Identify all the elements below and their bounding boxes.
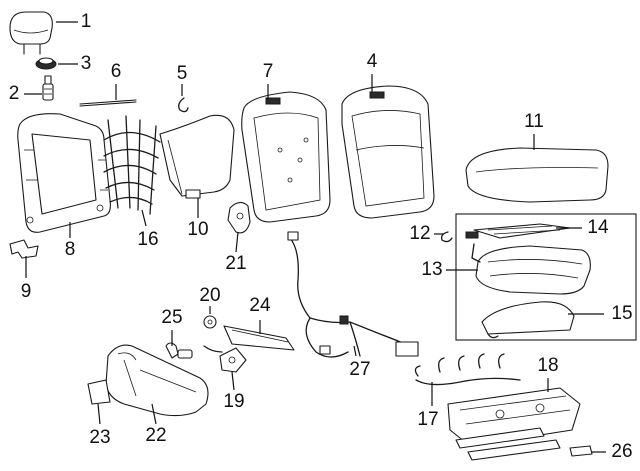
part-cushion-pad bbox=[471, 243, 591, 295]
callout-18: 18 bbox=[537, 355, 558, 376]
callout-2: 2 bbox=[9, 83, 20, 104]
part-cushion-liner bbox=[481, 301, 575, 339]
callout-22: 22 bbox=[145, 425, 166, 446]
callout-17: 17 bbox=[417, 409, 438, 430]
callout-23: 23 bbox=[89, 427, 110, 448]
callout-1: 1 bbox=[81, 11, 92, 32]
part-trim-panel bbox=[223, 325, 295, 351]
part-grommet-20 bbox=[203, 315, 217, 329]
callout-5: 5 bbox=[177, 63, 188, 84]
callout-8: 8 bbox=[65, 239, 76, 260]
callout-labels: 1 2 3 4 5 6 7 8 9 10 11 12 13 14 15 16 1… bbox=[9, 11, 633, 462]
part-bracket-21 bbox=[227, 201, 251, 234]
part-cushion-cover bbox=[465, 147, 609, 203]
part-seatback-pad bbox=[241, 91, 331, 223]
part-clip-12 bbox=[440, 231, 453, 243]
part-grommet bbox=[35, 57, 57, 70]
callout-19: 19 bbox=[223, 391, 244, 412]
part-cap bbox=[569, 445, 593, 457]
part-switch bbox=[203, 345, 247, 373]
part-seatback-frame bbox=[17, 113, 111, 233]
callout-20: 20 bbox=[199, 285, 220, 306]
callout-3: 3 bbox=[81, 53, 92, 74]
callout-24: 24 bbox=[249, 295, 271, 316]
part-sensor-mat bbox=[465, 223, 571, 239]
callout-10: 10 bbox=[187, 219, 208, 240]
callout-13: 13 bbox=[421, 259, 442, 280]
part-headrest bbox=[9, 11, 53, 55]
callout-21: 21 bbox=[225, 253, 246, 274]
leader-lines bbox=[24, 21, 606, 453]
part-back-panel bbox=[159, 114, 235, 199]
callout-15: 15 bbox=[611, 303, 632, 324]
part-side-shield bbox=[105, 344, 209, 417]
part-spring-mat bbox=[103, 115, 161, 215]
callout-26: 26 bbox=[611, 441, 632, 462]
part-cover bbox=[87, 379, 111, 405]
part-headrest-guide bbox=[42, 75, 54, 101]
callout-14: 14 bbox=[587, 217, 609, 238]
part-seatback-cover bbox=[341, 85, 435, 219]
callout-27: 27 bbox=[349, 359, 370, 380]
callout-25: 25 bbox=[161, 307, 182, 328]
cushion-subassembly-box bbox=[455, 213, 637, 341]
callout-7: 7 bbox=[263, 61, 274, 82]
callout-4: 4 bbox=[367, 51, 378, 72]
part-seat-track bbox=[447, 387, 581, 461]
callout-12: 12 bbox=[409, 223, 430, 244]
part-bracket bbox=[9, 239, 39, 259]
part-clip-5 bbox=[178, 97, 189, 113]
part-adjuster-harness bbox=[414, 353, 521, 386]
callout-9: 9 bbox=[21, 281, 32, 302]
callout-16: 16 bbox=[137, 229, 158, 250]
part-knob bbox=[165, 342, 193, 359]
part-wiring-harness bbox=[287, 231, 419, 358]
callout-6: 6 bbox=[111, 61, 122, 82]
callout-11: 11 bbox=[524, 111, 544, 132]
part-rod bbox=[79, 99, 137, 107]
